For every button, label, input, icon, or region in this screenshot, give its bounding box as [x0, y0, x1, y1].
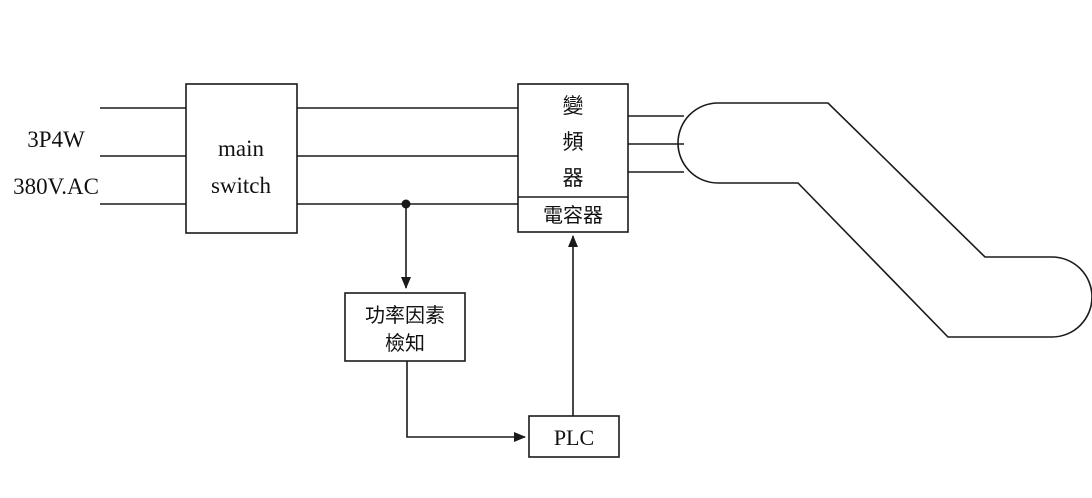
inverter-label-char-1: 變: [563, 94, 584, 118]
plc-block: PLC: [528, 415, 620, 458]
supply-type-label: 3P4W: [27, 127, 85, 152]
power-factor-detector-label-line1: 功率因素: [365, 303, 445, 327]
inverter-label-char-2: 頻: [563, 130, 584, 154]
inverter-label-char-3: 器: [563, 166, 584, 190]
inverter-to-motor-wires: [628, 115, 684, 173]
power-factor-detector-label-line2: 檢知: [385, 331, 425, 355]
supply-wires: [100, 107, 186, 205]
main-switch-label-line2: switch: [211, 173, 272, 198]
capacitor-label: 電容器: [543, 203, 603, 227]
main-switch-block: main switch: [185, 83, 298, 234]
main-switch-label-line1: main: [218, 136, 264, 161]
power-factor-detector-block: 功率因素 檢知: [344, 292, 466, 362]
detector-to-plc-arrow: [406, 361, 526, 442]
inverter-box: [517, 83, 629, 233]
switch-to-inverter-wires: [297, 107, 518, 205]
main-switch-box: [185, 83, 298, 234]
supply-voltage-label: 380V.AC: [13, 174, 99, 199]
power-factor-detector-box: [344, 292, 466, 362]
inverter-block: 變 頻 器 電容器: [517, 83, 629, 233]
plc-box: [528, 415, 620, 458]
escalator-outline: [677, 102, 1092, 338]
plc-label: PLC: [554, 425, 594, 450]
